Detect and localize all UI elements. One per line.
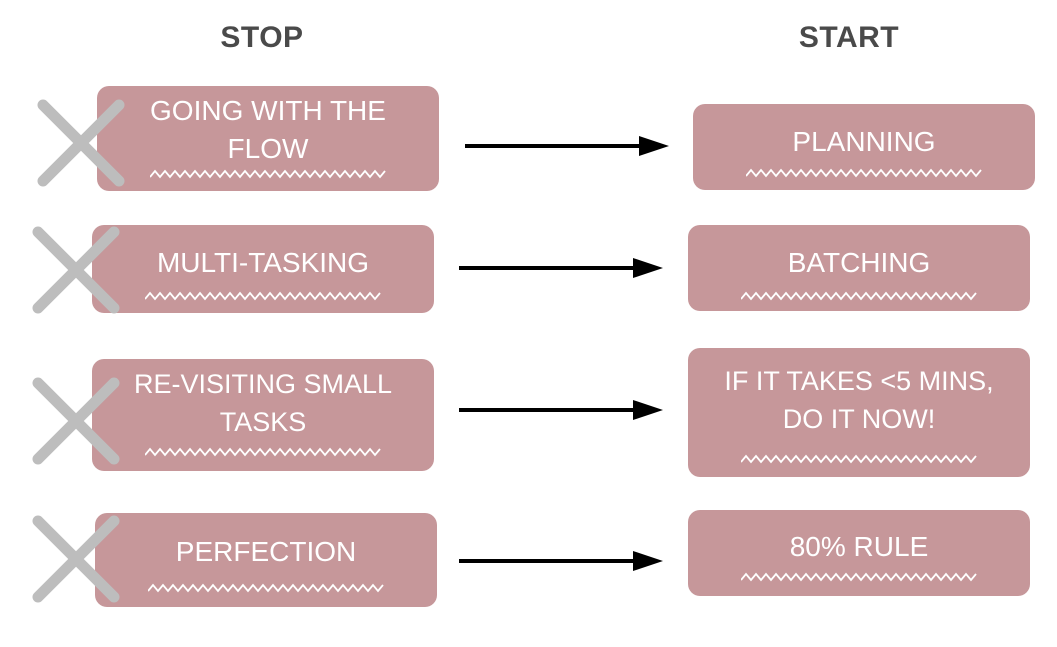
squiggle-underline [148,583,384,593]
squiggle-underline [741,572,977,582]
arrow-right-icon [465,136,669,156]
stop-card-label: MULTI-TASKING [156,247,370,278]
start-card-80-percent-rule: 80% RULE [688,510,1030,596]
stop-card-going-with-the-flow: GOING WITH THE FLOW [97,86,439,191]
start-card-five-minute-rule: IF IT TAKES <5 MINS, DO IT NOW! [688,348,1030,477]
start-card-label: BATCHING [787,247,931,278]
squiggle-underline [145,447,381,457]
squiggle-underline [741,291,977,301]
squiggle-underline [741,454,977,464]
squiggle-underline [145,291,381,301]
stop-heading: STOP [220,21,304,54]
arrow-right-icon [459,258,663,278]
cross-icon [32,226,120,314]
start-card-planning: PLANNING [693,104,1035,190]
stop-card-label: PERFECTION [175,536,357,567]
squiggle-underline [150,169,386,179]
stop-card-perfection: PERFECTION [95,513,437,607]
cross-icon [32,377,120,465]
start-card-label: IF IT TAKES <5 MINS, DO IT NOW! [724,366,994,434]
stop-card-label: RE-VISITING SMALL TASKS [133,369,393,437]
cross-icon [32,515,120,603]
stop-card-multi-tasking: MULTI-TASKING [92,225,434,313]
arrow-right-icon [459,400,663,420]
start-card-batching: BATCHING [688,225,1030,311]
stop-card-re-visiting-small-tasks: RE-VISITING SMALL TASKS [92,359,434,471]
start-heading: START [798,21,900,54]
squiggle-underline [746,168,982,178]
start-card-label: 80% RULE [789,531,929,562]
cross-icon [37,99,125,187]
arrow-right-icon [459,551,663,571]
start-card-label: PLANNING [792,126,936,157]
stop-card-label: GOING WITH THE FLOW [150,95,386,164]
